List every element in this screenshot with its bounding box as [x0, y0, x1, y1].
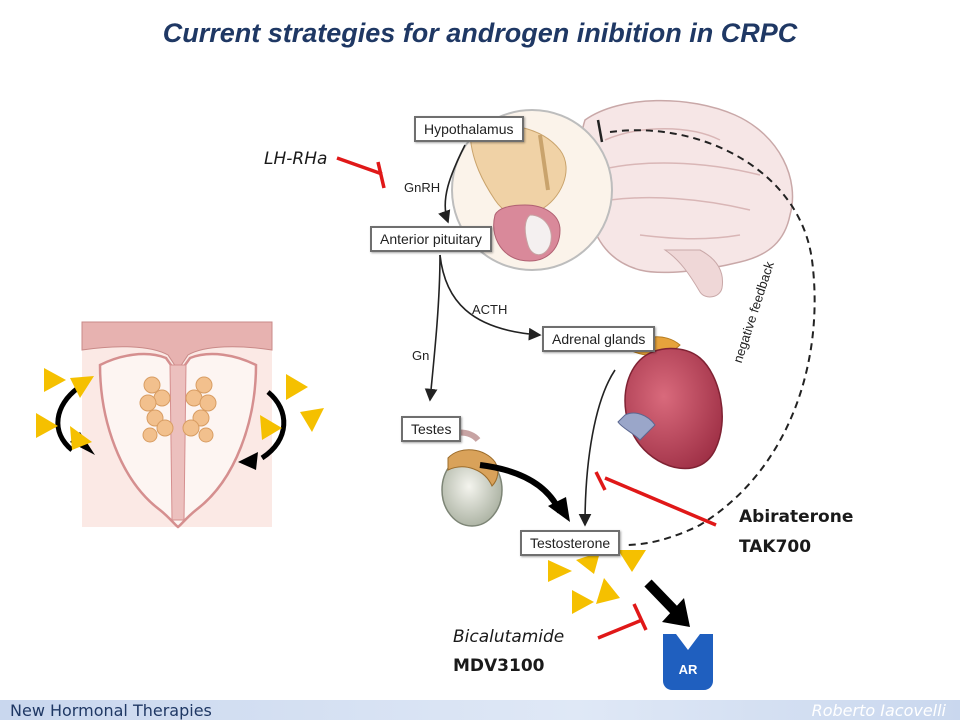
- lhrha-label: LH-RHa: [264, 149, 328, 169]
- hypothalamus-box: Hypothalamus: [414, 116, 524, 142]
- feedback-block-bar: [596, 119, 604, 143]
- prostate-illustration: [81, 321, 273, 529]
- bicalutamide-label: Bicalutamide: [453, 627, 565, 647]
- footer-author: Roberto Iacovelli: [811, 701, 946, 720]
- prostate-cycle-arrows: [55, 385, 287, 461]
- adrenal-glands-box: Adrenal glands: [542, 326, 656, 352]
- androgen-triangles: [36, 368, 646, 614]
- ar-label: AR: [678, 662, 698, 677]
- tak700-label: TAK700: [739, 537, 812, 557]
- testosterone-box: Testosterone: [520, 530, 621, 556]
- abiraterone-label: Abiraterone: [739, 507, 854, 527]
- footer-bar: New Hormonal Therapies Roberto Iacovelli: [0, 700, 960, 720]
- testis-illustration: [437, 429, 503, 527]
- anterior-pituitary-box: Anterior pituitary: [370, 226, 492, 252]
- gnrh-label: GnRH: [404, 180, 441, 195]
- gn-label: Gn: [412, 348, 430, 363]
- footer-section-title: New Hormonal Therapies: [10, 701, 212, 720]
- pituitary-inset: [451, 109, 613, 271]
- inhibitor-lines: [336, 156, 717, 640]
- mdv3100-label: MDV3100: [453, 656, 545, 676]
- page-title: Current strategies for androgen inibitio…: [162, 18, 798, 48]
- kidney-illustration: [617, 336, 723, 470]
- negative-feedback-loop: [609, 129, 816, 546]
- testosterone-to-ar-arrow: [644, 579, 690, 627]
- acth-label: ACTH: [472, 302, 508, 317]
- testes-box: Testes: [401, 416, 462, 442]
- pathway-arrows: [424, 144, 616, 527]
- androgen-receptor-icon: [663, 634, 713, 690]
